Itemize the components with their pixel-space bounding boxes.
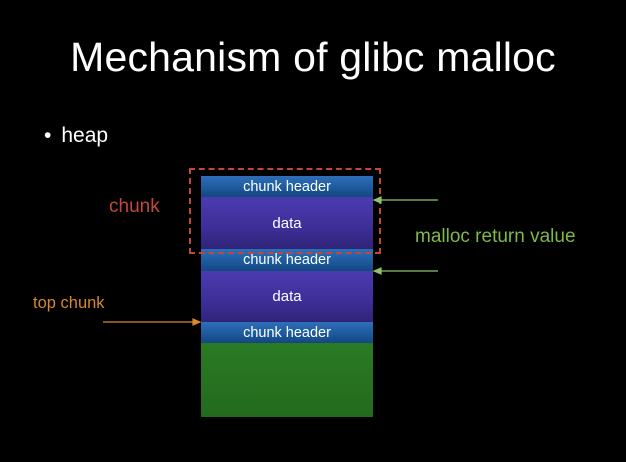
malloc-return-value-label: malloc return value bbox=[415, 226, 576, 247]
chunk-header-block-3: chunk header bbox=[201, 322, 373, 343]
slide-title: Mechanism of glibc malloc bbox=[70, 34, 556, 80]
chunk-header-block-2: chunk header bbox=[201, 249, 373, 271]
malloc-arrow-2-head bbox=[372, 267, 382, 275]
chunk-header-block-1: chunk header bbox=[201, 176, 373, 197]
top-chunk-block bbox=[201, 343, 373, 417]
chunk-label: chunk bbox=[109, 196, 160, 217]
top-chunk-arrow-head bbox=[192, 318, 202, 326]
bullet-text: heap bbox=[61, 124, 109, 147]
top-chunk-label: top chunk bbox=[33, 294, 105, 312]
bullet-heap: • heap bbox=[44, 124, 108, 148]
chunk-dashed-outline bbox=[189, 168, 381, 254]
bullet-dot: • bbox=[44, 124, 52, 147]
data-block-1: data bbox=[201, 197, 373, 249]
malloc-arrow-1-head bbox=[372, 196, 382, 204]
data-block-2: data bbox=[201, 271, 373, 322]
